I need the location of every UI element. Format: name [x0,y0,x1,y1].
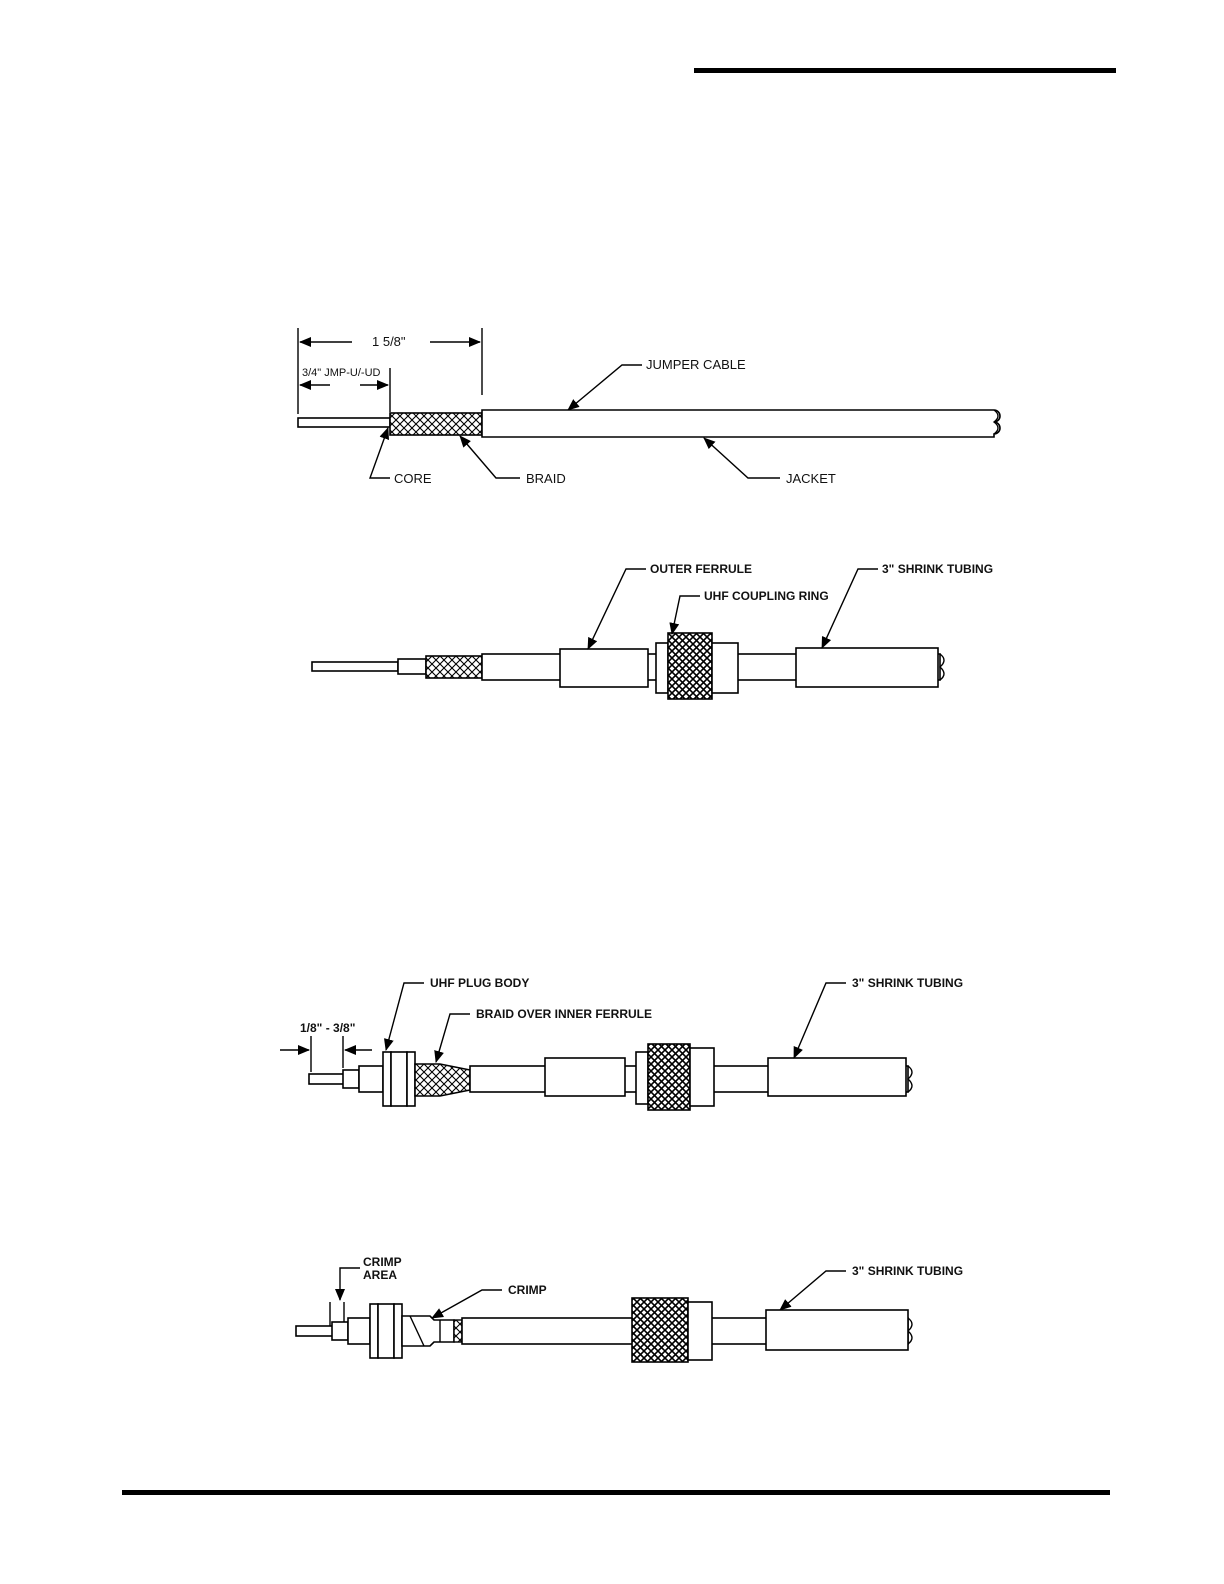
plug-body-nose [359,1066,383,1092]
shrink-tubing [768,1058,906,1096]
coupling-ring-sleeve [712,643,738,693]
coupling-ring-sleeve [690,1048,714,1106]
shrink-tubing [766,1310,908,1350]
label-plug-body: UHF PLUG BODY [430,976,529,990]
dielectric [398,659,426,674]
crimped-ferrule [402,1316,454,1346]
braid-edge [454,1320,462,1342]
label-jumper-cable: JUMPER CABLE [646,357,746,372]
plug-body-flange-c [394,1304,402,1358]
outer-ferrule [545,1058,625,1096]
plug-body-nose [348,1318,370,1344]
outer-ferrule [560,649,648,687]
label-shrink-tubing: 3" SHRINK TUBING [852,976,963,990]
header-rule [694,68,1116,73]
dim-gap-label: 1/8" - 3/8" [300,1021,355,1035]
core-conductor [298,418,390,427]
leader-crimp-area [340,1268,360,1300]
plug-pin [343,1070,359,1088]
leader-shrink-tubing [822,569,878,648]
plug-body-flange-b [378,1304,394,1358]
braid-over-ferrule [415,1064,470,1096]
label-crimp-area-line1: CRIMP [363,1255,402,1269]
label-braid: BRAID [526,471,566,486]
core-conductor [312,662,398,671]
leader-jacket [704,438,780,478]
label-core: CORE [394,471,432,486]
plug-body-flange-a [383,1052,391,1106]
leader-core [370,428,390,478]
label-outer-ferrule: OUTER FERRULE [650,562,752,576]
core-conductor [296,1326,336,1336]
coupling-ring-collar [656,643,668,693]
plug-body-flange-a [370,1304,378,1358]
braid [390,413,482,435]
label-crimp: CRIMP [508,1283,547,1297]
label-jacket: JACKET [786,471,836,486]
figure-3-plug-body-installed: 1/8" - 3/8" UHF PLUG BODY BRAID OVER INN… [280,976,963,1110]
leader-plug-body [386,983,424,1050]
dim-overall-label: 1 5/8" [372,334,406,349]
figure-1-stripped-cable: 1 5/8" 3/4" JMP-U/-UD JUMPER CABLE CORE … [298,328,1000,486]
leader-braid [460,436,520,478]
leader-crimp [432,1290,502,1318]
coupling-ring-sleeve [688,1302,712,1360]
coupling-ring-collar [636,1052,648,1104]
footer-rule [122,1490,1110,1495]
dim-strip-label: 3/4" JMP-U/-UD [302,367,381,379]
jacket [482,410,1000,437]
label-shrink-tubing: 3" SHRINK TUBING [852,1264,963,1278]
shrink-tubing [796,648,938,687]
plug-body-flange-b [391,1052,407,1106]
leader-jumper-cable [568,365,642,410]
plug-pin [332,1322,348,1340]
label-coupling-ring: UHF COUPLING RING [704,589,829,603]
leader-shrink-tubing [780,1271,846,1310]
coupling-ring-knurl [648,1044,690,1110]
leader-shrink-tubing [794,983,846,1058]
braid [426,656,482,678]
label-shrink-tubing: 3" SHRINK TUBING [882,562,993,576]
label-crimp-area-line2: AREA [363,1268,397,1282]
coupling-ring-knurl [632,1298,688,1362]
leader-braid-ferrule [436,1014,470,1062]
figure-4-crimped-assembly: CRIMP AREA CRIMP 3" SHRINK TUBING [296,1255,963,1362]
plug-body-flange-c [407,1052,415,1106]
coupling-ring-knurl [668,633,712,699]
leader-outer-ferrule [588,569,646,649]
label-braid-ferrule: BRAID OVER INNER FERRULE [476,1007,652,1021]
leader-coupling-ring [672,596,700,634]
figure-2-components-slid-on: OUTER FERRULE UHF COUPLING RING 3" SHRIN… [312,562,993,699]
